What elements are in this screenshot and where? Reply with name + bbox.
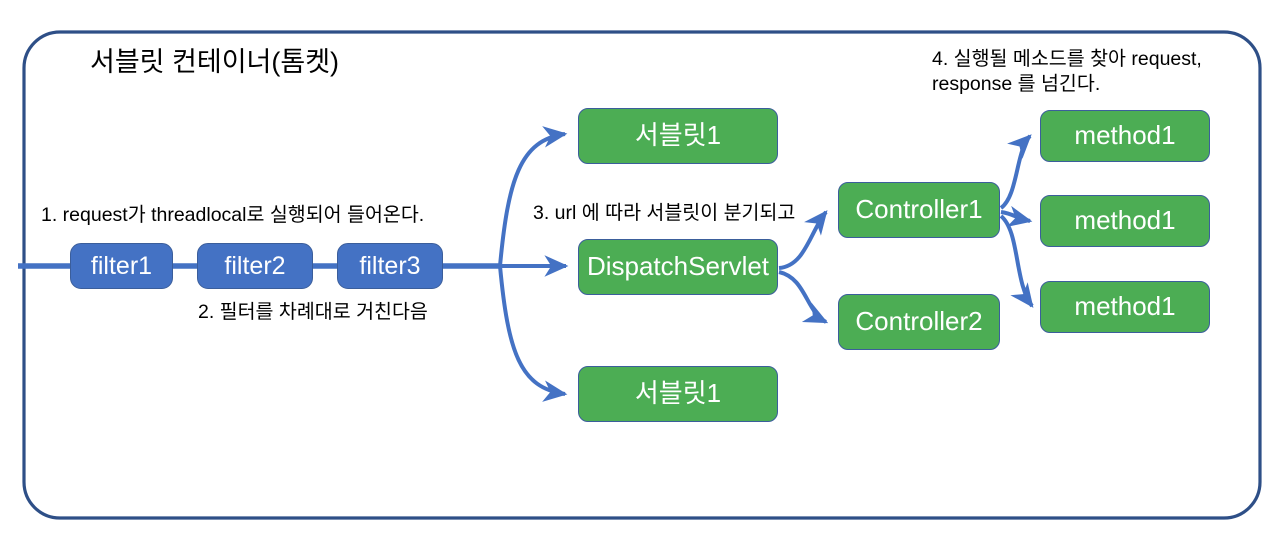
node-filter1[interactable]: filter1 — [70, 243, 173, 289]
node-filter3[interactable]: filter3 — [337, 243, 443, 289]
wire-dispatch-to-controller2 — [778, 270, 829, 324]
node-controller2[interactable]: Controller2 — [838, 294, 1000, 350]
annotation-step4: 4. 실행될 메소드를 찾아 request, response 를 넘긴다. — [932, 48, 1202, 95]
annotation-step3: 3. url 에 따라 서블릿이 분기되고 — [533, 202, 796, 224]
wire-hub-to-servlet-top — [498, 126, 568, 267]
annotation-step2: 2. 필터를 차례대로 거친다음 — [198, 301, 428, 323]
node-method-2[interactable]: method1 — [1040, 195, 1210, 247]
node-filter2[interactable]: filter2 — [197, 243, 313, 289]
node-servlet-bottom[interactable]: 서블릿1 — [578, 366, 778, 422]
node-dispatch-servlet[interactable]: DispatchServlet — [578, 239, 778, 295]
wire-controller1-to-method-1 — [999, 134, 1032, 210]
wire-controller1-to-method-3 — [999, 214, 1034, 308]
wire-hub-to-servlet-bottom — [498, 265, 568, 402]
page-title: 서블릿 컨테이너(톰켓) — [90, 47, 340, 77]
node-controller1[interactable]: Controller1 — [838, 182, 1000, 238]
node-method-3[interactable]: method1 — [1040, 281, 1210, 333]
annotation-step1: 1. request가 threadlocal로 실행되어 들어온다. — [41, 204, 425, 226]
wire-controller1-to-method-2 — [1000, 205, 1033, 228]
node-servlet-top[interactable]: 서블릿1 — [578, 108, 778, 164]
node-method-1[interactable]: method1 — [1040, 110, 1210, 162]
